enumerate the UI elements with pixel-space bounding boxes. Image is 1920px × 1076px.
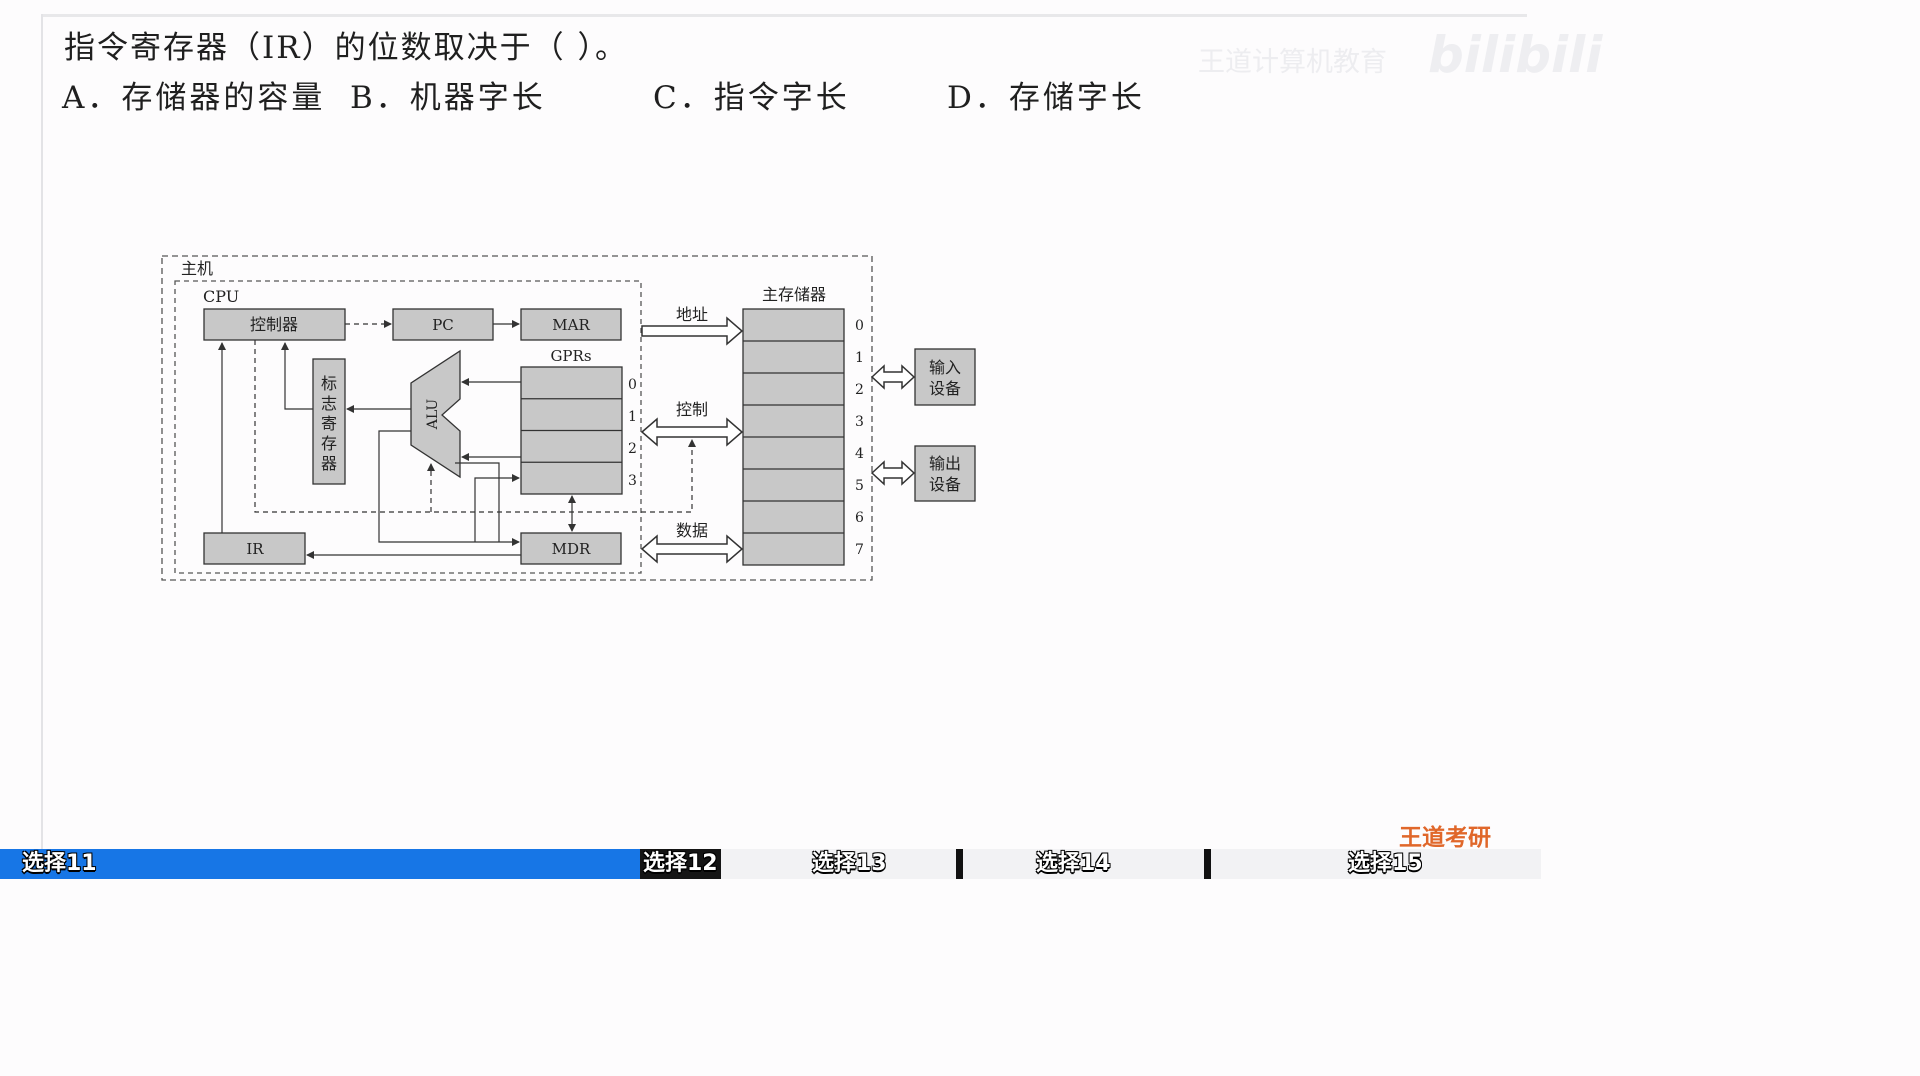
flags-to-controller-arrow (281, 342, 313, 410)
input-device-line1: 输入 (929, 358, 961, 377)
flags-char-1: 标 (321, 374, 337, 393)
top-divider (42, 14, 1527, 17)
memory-index-1: 1 (855, 350, 864, 366)
option-b: B．机器字长 (350, 80, 546, 116)
address-bus-arrow (641, 316, 744, 346)
input-device-line2: 设备 (929, 379, 961, 398)
left-divider (41, 14, 43, 849)
alu-shape (410, 349, 461, 479)
mdr-to-gpr-arrow (474, 474, 520, 542)
mdr-box (520, 532, 622, 565)
brand-logo: 王道考研 (1399, 825, 1491, 851)
option-a: A．存储器的容量 (62, 80, 326, 116)
memory-index-6: 6 (855, 510, 864, 526)
memory-index-2: 2 (855, 382, 864, 398)
control-bus-arrow (640, 417, 744, 447)
progress-fill (0, 849, 648, 879)
output-device-link-arrow (870, 460, 916, 486)
computer-architecture-diagram: 主机 CPU 控制器 PC MAR IR MDR GPRs ALU 主存储器 标… (161, 255, 976, 581)
output-device-line2: 设备 (929, 475, 961, 494)
memory-index-4: 4 (855, 446, 864, 462)
gprs-label: GPRs (550, 347, 591, 365)
chapter-marker (1204, 849, 1211, 879)
data-bus-label: 数据 (676, 521, 708, 540)
controller-box (203, 308, 346, 341)
host-label: 主机 (181, 259, 213, 278)
controller-control-signal-line (254, 340, 696, 513)
input-device-link-arrow (870, 364, 916, 390)
question-stem: 指令寄存器（IR）的位数取决于（ ）。 (64, 30, 628, 66)
alu-to-mdr-arrow (378, 430, 520, 546)
watermark-text: 王道计算机教育 (1198, 47, 1387, 78)
ir-label: IR (246, 540, 264, 558)
chapter-select-14[interactable]: 选择14 (1036, 851, 1111, 876)
ir-box (203, 532, 306, 565)
host-boundary (161, 255, 873, 581)
memory-index-3: 3 (855, 414, 864, 430)
data-bus-arrow (640, 534, 744, 564)
flags-char-2: 志 (321, 394, 337, 413)
bilibili-logo: bilibili (1428, 26, 1603, 84)
flags-char-3: 寄 (321, 414, 337, 433)
mdr-label: MDR (552, 540, 591, 558)
controller-label: 控制器 (250, 315, 298, 334)
input-device-box (914, 348, 976, 406)
address-bus-label: 地址 (676, 305, 708, 324)
gpr-index-0: 0 (628, 377, 637, 393)
chapter-select-11[interactable]: 选择11 (22, 851, 97, 876)
chapter-select-15[interactable]: 选择15 (1348, 851, 1423, 876)
flags-char-5: 器 (321, 454, 337, 473)
gpr-index-2: 2 (628, 441, 637, 457)
chapter-select-12[interactable]: 选择12 (640, 849, 721, 879)
pc-label: PC (432, 316, 454, 334)
memory-index-5: 5 (855, 478, 864, 494)
mar-label: MAR (552, 316, 590, 334)
chapter-marker (956, 849, 963, 879)
alu-label: ALU (425, 399, 441, 431)
flags-register-box (312, 358, 346, 485)
memory-index-0: 0 (855, 318, 864, 334)
output-device-box (914, 445, 976, 502)
flags-char-4: 存 (321, 434, 337, 453)
pc-box (392, 308, 494, 341)
gpr-index-3: 3 (628, 473, 637, 489)
video-progress-bar[interactable]: 选择11 选择12 选择13 选择14 选择15 (0, 849, 1541, 879)
option-c: C．指令字长 (653, 80, 850, 116)
alu-to-gpr3-arrow (455, 462, 500, 542)
chapter-select-13[interactable]: 选择13 (812, 851, 887, 876)
gpr-index-1: 1 (628, 409, 637, 425)
main-memory-label: 主存储器 (762, 285, 826, 304)
option-d: D．存储字长 (947, 80, 1145, 116)
output-device-line1: 输出 (929, 454, 961, 473)
mar-box (520, 308, 622, 341)
cpu-label: CPU (203, 287, 239, 306)
control-bus-label: 控制 (676, 400, 708, 419)
cpu-boundary (174, 280, 642, 574)
memory-index-7: 7 (855, 542, 864, 558)
